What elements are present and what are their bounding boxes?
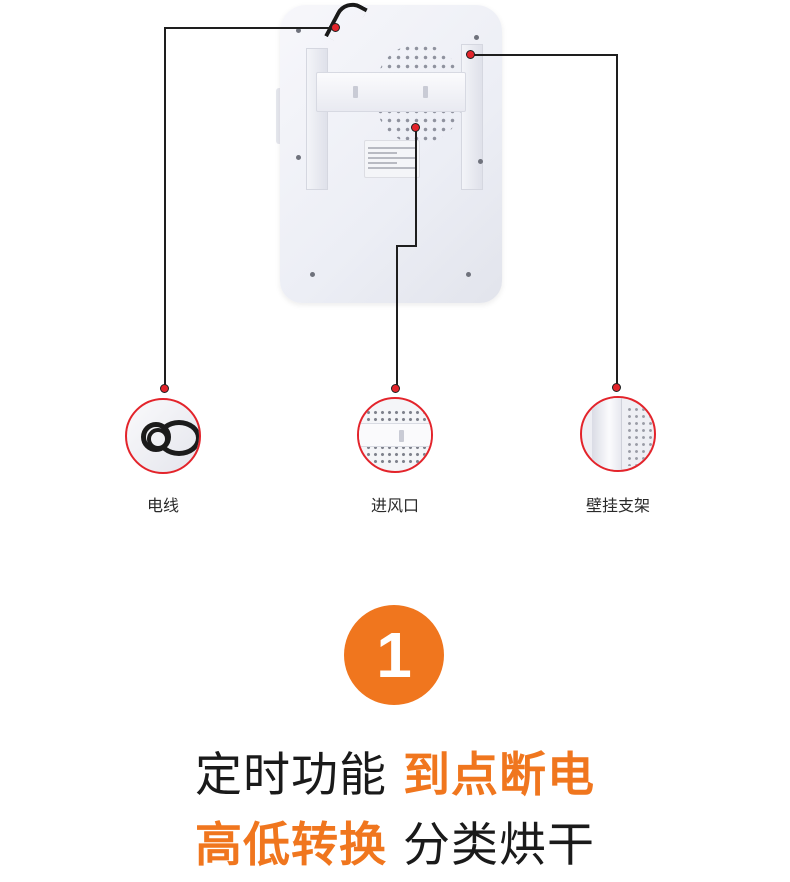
caption-bracket: 壁挂支架 xyxy=(585,496,650,515)
caption-power: 电线 xyxy=(146,496,179,515)
screw xyxy=(296,28,301,33)
air-inlet-icon xyxy=(357,397,433,473)
rating-label-sticker xyxy=(364,140,420,178)
leader-line-bracket xyxy=(616,54,618,388)
screw xyxy=(474,35,479,40)
leader-line-vent xyxy=(415,128,417,246)
leader-line-vent xyxy=(396,245,398,389)
marker-dot-power xyxy=(160,384,169,393)
headline-line-2: 高低转换 分类烘干 xyxy=(0,806,790,875)
marker-dot-bracket xyxy=(612,383,621,392)
wall-bracket-bar xyxy=(316,72,466,112)
leader-line-power xyxy=(164,27,166,389)
marker-dot-power xyxy=(331,23,340,32)
bracket-slot xyxy=(423,86,428,98)
screw xyxy=(296,155,301,160)
headline-1-highlight: 到点断电 xyxy=(402,748,595,803)
marker-dot-vent xyxy=(411,123,420,132)
wall-bracket-icon xyxy=(580,396,656,472)
headline-1-plain: 定时功能 xyxy=(195,748,388,803)
headline-2-plain: 分类烘干 xyxy=(402,818,595,873)
leader-line-bracket xyxy=(470,54,617,56)
caption-vent: 进风口 xyxy=(370,496,419,515)
power-cable-icon xyxy=(125,398,201,474)
bracket-leg-left xyxy=(306,48,328,190)
headline-2-highlight: 高低转换 xyxy=(195,818,388,873)
feature-number-badge: 1 xyxy=(344,605,444,705)
marker-dot-bracket xyxy=(466,50,475,59)
headline-line-1: 定时功能 到点断电 xyxy=(0,736,790,805)
screw xyxy=(466,272,471,277)
screw xyxy=(310,272,315,277)
screw xyxy=(478,159,483,164)
bracket-leg-right xyxy=(461,44,483,190)
leader-line-power xyxy=(164,27,336,29)
marker-dot-vent xyxy=(391,384,400,393)
bracket-slot xyxy=(353,86,358,98)
leader-line-vent xyxy=(396,245,417,247)
